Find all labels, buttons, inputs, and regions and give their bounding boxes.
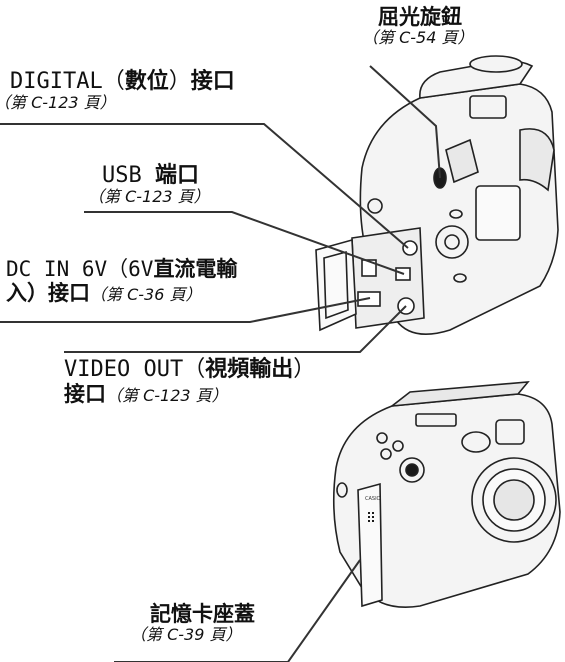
leader-line-diopter [369,65,441,179]
usb-title-text: USB [102,163,155,188]
dcin-line1: DC IN 6V（6V直流電輸 [6,257,237,281]
dcin-line2: 入）接口（第 C-36 頁） [6,281,237,305]
leader-lines [0,65,441,662]
video-line1-close: ） [293,357,316,382]
digital-page-ref: （第 C-123 頁） [0,93,116,113]
video-line1: VIDEO OUT（視頻輸出） [64,357,315,382]
leader-line-digital [0,123,409,249]
usb-title-port: 端口 [154,163,199,188]
leader-line-usb [84,211,405,275]
video-line1-cjk: 視頻輸出 [205,357,294,382]
digital-title: DIGITAL（數位）接口 [10,69,235,94]
card-cover-label: 記憶卡座蓋 （第 C-39 頁） [130,602,255,645]
digital-label: DIGITAL（數位）接口 （第 C-123 頁） [0,69,235,113]
digital-title-text: DIGITAL（ [10,69,125,94]
diopter-page-ref: （第 C-54 頁） [362,28,474,48]
dcin-line1-cjk: 直流電輸 [153,257,238,281]
usb-page-ref: （第 C-123 頁） [88,187,210,207]
video-line2-text: 接口 [64,382,106,407]
card-cover-brand: CASIO [365,496,381,502]
dcin-line1-text: DC IN 6V（6V [6,257,154,281]
diopter-label: 屈光旋鈕 （第 C-54 頁） [362,5,473,48]
card-cover-page-ref: （第 C-39 頁） [130,625,242,645]
video-label: VIDEO OUT（視頻輸出） 接口（第 C-123 頁） [64,357,315,406]
digital-title-cjk: 數位 [124,69,169,94]
leader-line-video [64,305,407,353]
card-cover-title: 記憶卡座蓋 [150,602,255,626]
diopter-title: 屈光旋鈕 [378,5,462,29]
video-line2: 接口（第 C-123 頁） [64,382,315,406]
digital-title-close: ） [168,69,191,94]
video-page-ref: （第 C-123 頁） [106,386,228,406]
video-line1-text: VIDEO OUT（ [64,357,206,382]
dcin-page-ref: （第 C-36 頁） [90,285,202,305]
dcin-label: DC IN 6V（6V直流電輸 入）接口（第 C-36 頁） [6,257,237,305]
leader-line-card [114,559,361,662]
usb-title: USB 端口 [102,163,210,188]
dcin-line2-text: 入）接口 [6,281,90,306]
leader-line-dcin [0,297,371,323]
camera-front-illustration [332,381,561,608]
usb-label: USB 端口 （第 C-123 頁） [88,163,210,207]
camera-rear-illustration [315,55,559,336]
digital-title-port: 接口 [190,69,235,94]
